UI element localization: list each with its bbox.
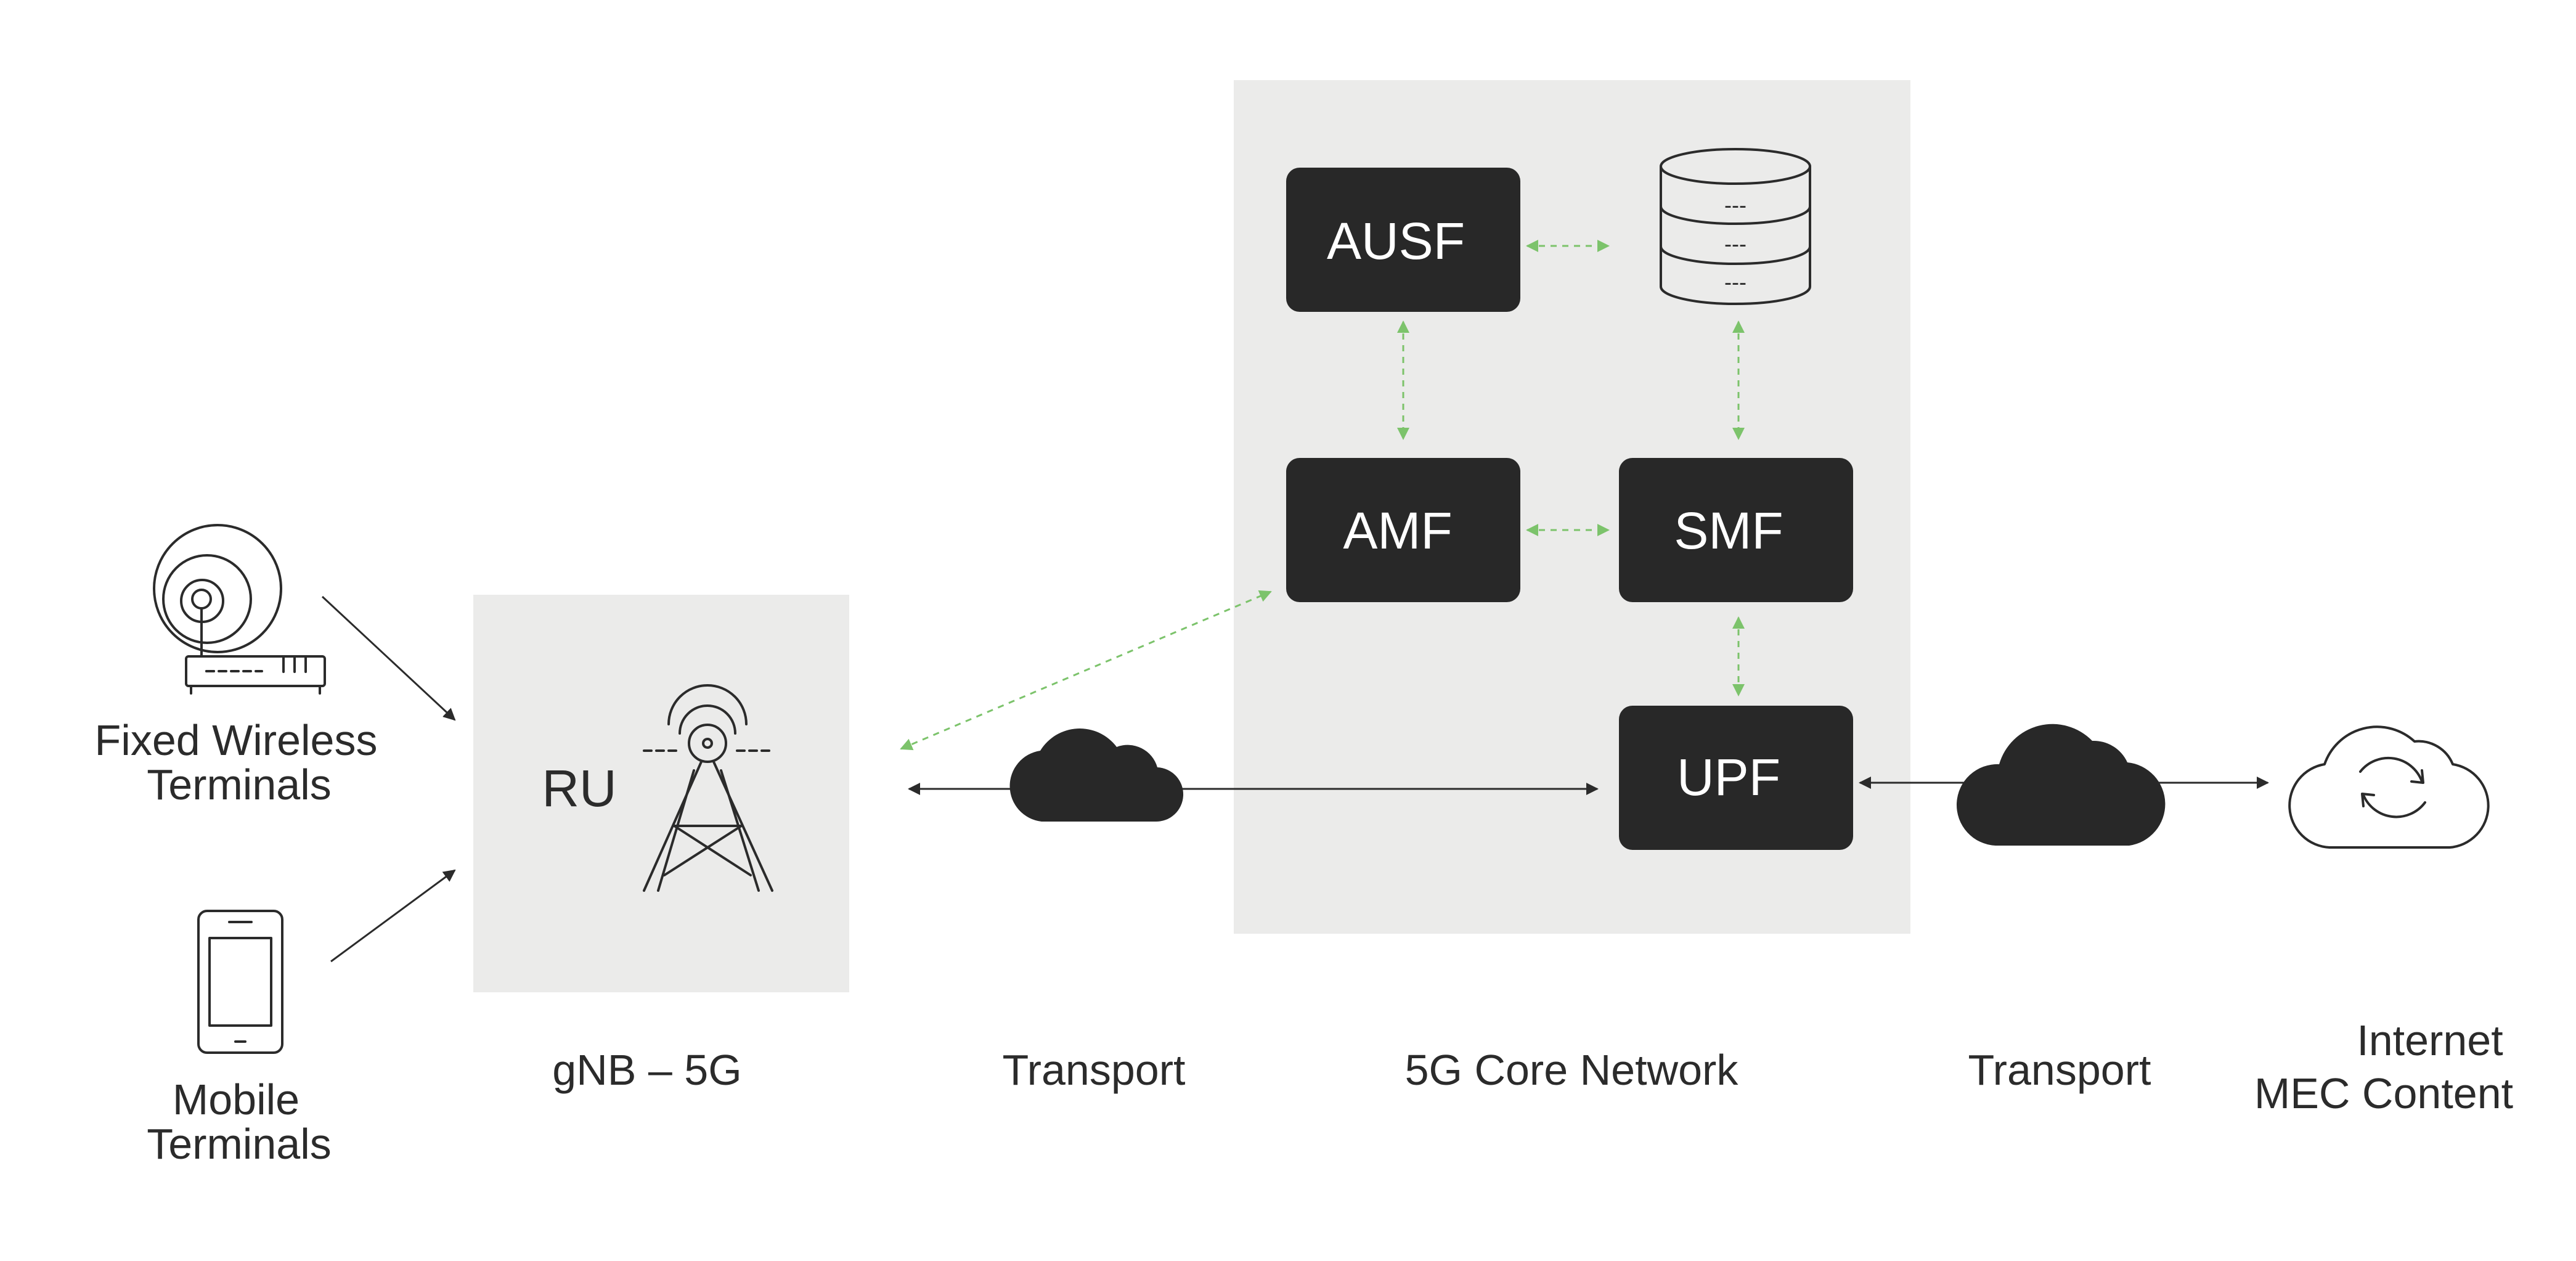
smf-label: SMF <box>1674 502 1783 560</box>
db-row2-text: --- <box>1724 231 1747 256</box>
router-icon <box>153 524 326 695</box>
fixed-to-gnb-arrow <box>321 595 456 721</box>
database-icon: --- --- --- <box>1660 148 1811 305</box>
amf-node: AMF <box>1286 458 1520 602</box>
mobile-phone-icon <box>197 910 283 1054</box>
smf-node: SMF <box>1619 458 1853 602</box>
gnb-panel <box>473 595 849 992</box>
fixed-terminals-label-line1: Fixed Wireless <box>95 716 378 764</box>
fixed-terminals-label-line2: Terminals <box>147 761 332 809</box>
amf-label: AMF <box>1343 502 1452 560</box>
mobile-terminals-label-line1: Mobile <box>173 1075 300 1124</box>
ausf-node: AUSF <box>1286 168 1520 312</box>
upf-node: UPF <box>1619 706 1853 850</box>
ausf-label: AUSF <box>1327 212 1465 270</box>
ru-label: RU <box>542 759 616 817</box>
upf-label: UPF <box>1677 748 1780 806</box>
gnb-caption: gNB – 5G <box>552 1046 741 1094</box>
cloud-icon <box>1009 728 1184 822</box>
internet-label-line2: MEC Content <box>2254 1069 2513 1117</box>
core-network-caption: 5G Core Network <box>1405 1046 1739 1094</box>
internet-label-line1: Internet <box>2357 1016 2503 1064</box>
db-row3-text: --- <box>1724 269 1747 295</box>
internet-cloud-refresh-icon <box>2288 725 2490 849</box>
cell-tower-icon <box>643 684 773 892</box>
mobile-terminals-label-line2: Terminals <box>147 1120 332 1168</box>
transport-left-caption: Transport <box>1003 1046 1186 1094</box>
gnb-amf-link <box>900 590 1272 751</box>
mobile-to-gnb-arrow <box>330 869 456 963</box>
transport-right-caption: Transport <box>1968 1046 2151 1094</box>
cloud-icon <box>1956 724 2166 846</box>
db-row1-text: --- <box>1724 192 1747 218</box>
